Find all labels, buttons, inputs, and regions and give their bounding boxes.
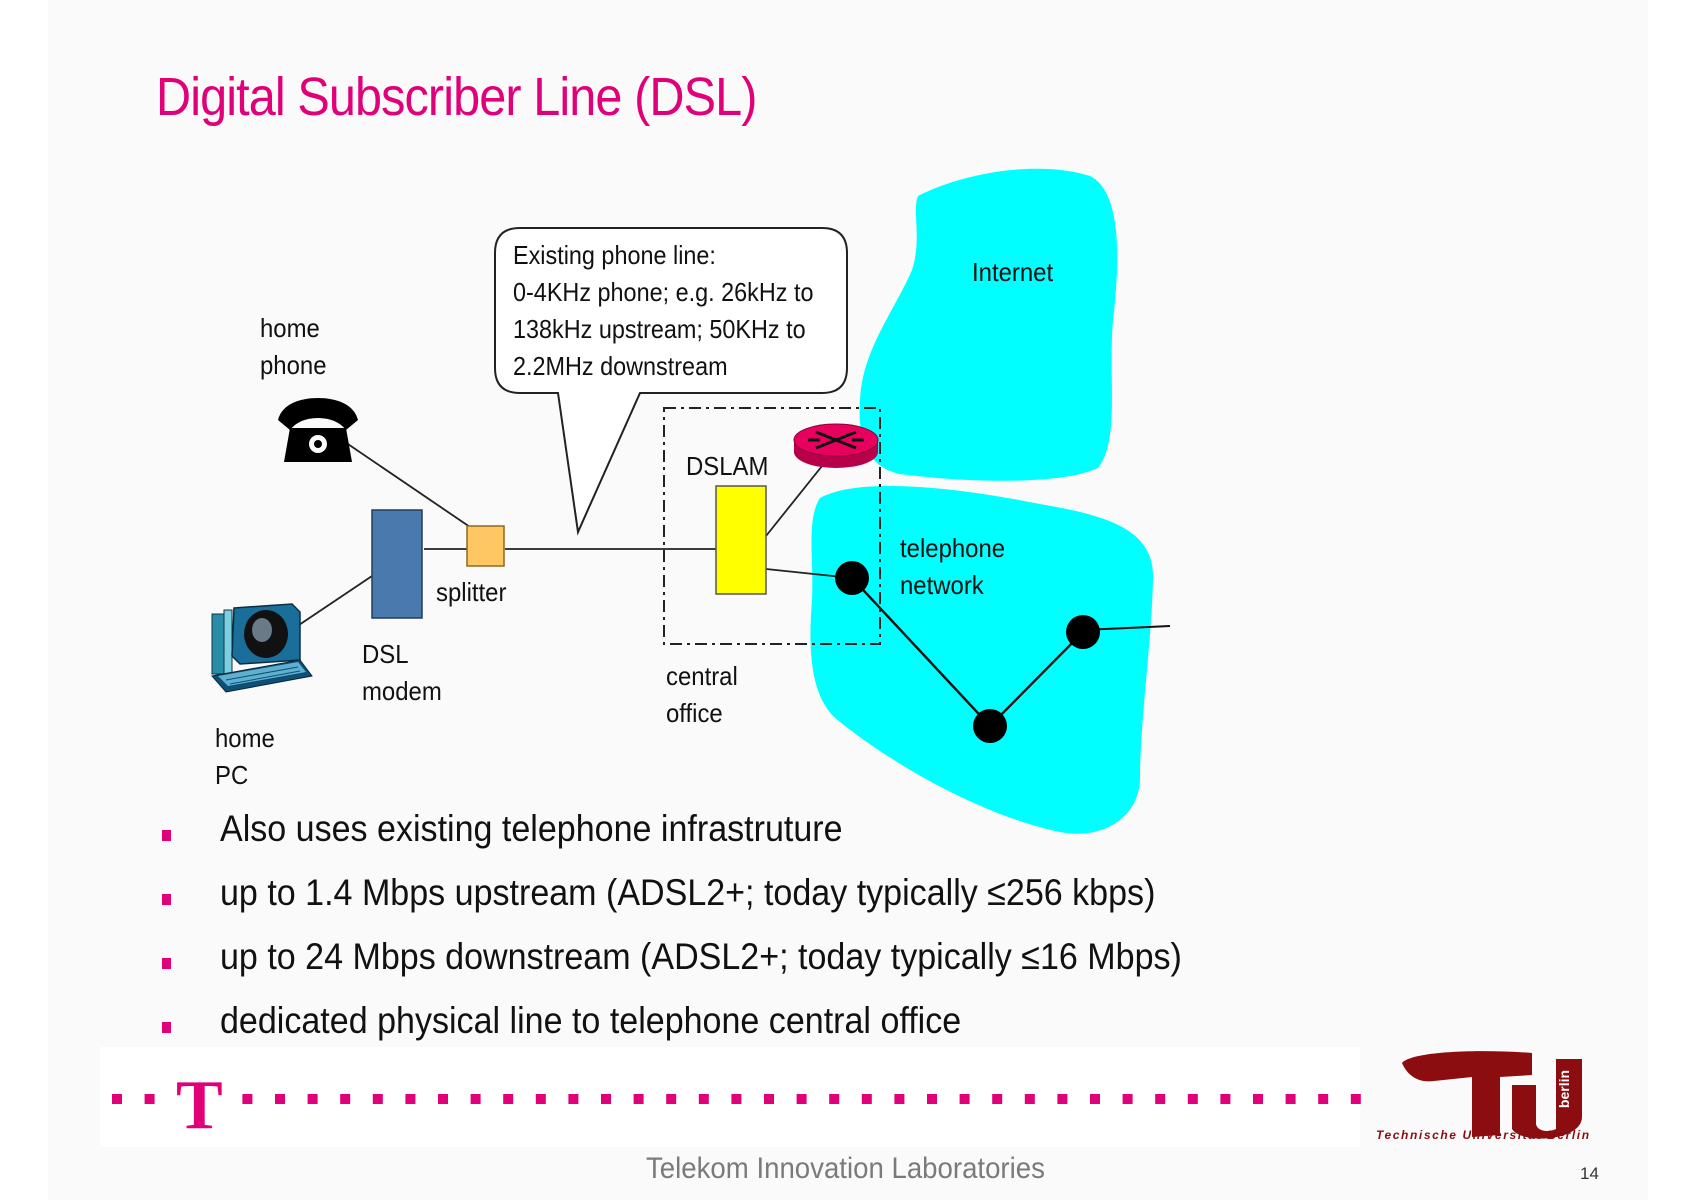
dslam-label: DSLAM [686, 451, 769, 481]
svg-text:berlin: berlin [1556, 1070, 1572, 1108]
telephone-network-label: telephone network [900, 530, 1005, 604]
home-pc-label-line1: home [215, 723, 275, 753]
bullet-text: dedicated physical line to telephone cen… [220, 1000, 962, 1041]
bullet-item: up to 24 Mbps downstream (ADSL2+; today … [158, 936, 1558, 1000]
bullet-text: up to 24 Mbps downstream (ADSL2+; today … [220, 936, 1182, 977]
callout-line: 0-4KHz phone; e.g. 26kHz to [513, 277, 814, 307]
router-icon [793, 423, 879, 468]
telekom-dot [405, 1094, 416, 1104]
telekom-dot [1090, 1094, 1100, 1104]
bullet-text: up to 1.4 Mbps upstream (ADSL2+; today t… [220, 872, 1156, 913]
telekom-dot [372, 1094, 383, 1104]
internet-label: Internet [972, 257, 1054, 287]
telephone-icon [278, 398, 358, 462]
telekom-dot [601, 1094, 611, 1104]
callout-text: Existing phone line: 0-4KHz phone; e.g. … [513, 237, 813, 385]
telekom-dot [1220, 1094, 1231, 1104]
telekom-dot [829, 1094, 840, 1104]
home-phone-label: home phone [260, 310, 327, 384]
home-pc-label: home PC [215, 720, 275, 794]
telephone-network-cloud [810, 485, 1154, 834]
telekom-dot [1187, 1094, 1198, 1104]
bullet-item: up to 1.4 Mbps upstream (ADSL2+; today t… [158, 872, 1558, 936]
telekom-dot [568, 1094, 579, 1104]
bullet-item: dedicated physical line to telephone cen… [158, 1000, 1558, 1064]
callout-line: Existing phone line: [513, 240, 716, 270]
telekom-dot [698, 1094, 709, 1104]
telekom-dot [112, 1094, 122, 1104]
network-node [1066, 615, 1100, 649]
telekom-dot [1024, 1094, 1035, 1104]
telekom-dot [535, 1094, 546, 1104]
tu-caption: Technische Universität Berlin [1376, 1128, 1591, 1142]
telekom-dot [894, 1094, 905, 1104]
callout-line: 2.2MHz downstream [513, 351, 728, 381]
central-office-label-line1: central [666, 661, 738, 691]
telephone-network-label-line2: network [900, 570, 984, 600]
callout-bubble [494, 227, 848, 536]
computer-icon [211, 603, 313, 693]
dsl-modem-label-line1: DSL [362, 639, 409, 669]
telekom-dot [503, 1094, 514, 1104]
bullet-marker [162, 958, 171, 969]
telekom-dot [144, 1094, 155, 1104]
footer-text: Telekom Innovation Laboratories [646, 1152, 1045, 1185]
callout-line: 138kHz upstream; 50KHz to [513, 314, 806, 344]
dsl-modem-label-line2: modem [362, 676, 442, 706]
central-office-box [663, 407, 881, 645]
home-phone-label-line1: home [260, 313, 320, 343]
internet-cloud [859, 168, 1118, 481]
network-node [835, 561, 869, 595]
dsl-modem-box [371, 509, 423, 619]
slide-title: Digital Subscriber Line (DSL) [156, 67, 757, 127]
telekom-dot [764, 1094, 774, 1104]
telekom-dot [666, 1094, 677, 1104]
telekom-dot [242, 1094, 253, 1104]
bullet-list: Also uses existing telephone infrastrutu… [158, 808, 1558, 1064]
telekom-dot [438, 1094, 448, 1104]
telekom-dot [470, 1094, 481, 1104]
home-phone-label-line2: phone [260, 350, 327, 380]
tu-berlin-logo: berlin [1402, 1051, 1582, 1139]
telekom-logo: T [176, 1067, 223, 1144]
telekom-dot [1155, 1094, 1166, 1104]
telekom-dot [340, 1094, 351, 1104]
page-number: 14 [1580, 1164, 1599, 1183]
network-node [973, 709, 1007, 743]
bullet-item: Also uses existing telephone infrastrutu… [158, 808, 1558, 872]
splitter-box [466, 525, 505, 567]
bullet-marker [162, 1022, 171, 1033]
telekom-dot [731, 1094, 742, 1104]
telekom-dot [633, 1094, 644, 1104]
telekom-dot [959, 1094, 970, 1104]
telekom-dot [796, 1094, 807, 1104]
telekom-dot [992, 1094, 1003, 1104]
telekom-dot [307, 1094, 318, 1104]
dslam-box [715, 485, 767, 595]
central-office-label: central office [666, 658, 738, 732]
central-office-label-line2: office [666, 698, 723, 728]
telekom-dot [1253, 1094, 1263, 1104]
telekom-dot [275, 1094, 285, 1104]
telekom-dot [1318, 1094, 1329, 1104]
telekom-dot [1122, 1094, 1133, 1104]
telephone-network-label-line1: telephone [900, 533, 1006, 563]
bullet-marker [162, 830, 171, 841]
splitter-label: splitter [436, 577, 507, 607]
bullet-marker [162, 894, 171, 905]
telekom-dot [1285, 1094, 1296, 1104]
home-pc-label-line2: PC [215, 760, 249, 790]
telekom-dot [927, 1094, 937, 1104]
telekom-dot [861, 1094, 872, 1104]
telekom-dot [1057, 1094, 1068, 1104]
bullet-text: Also uses existing telephone infrastrutu… [220, 808, 843, 849]
dsl-modem-label: DSL modem [362, 636, 442, 710]
telekom-dot [1350, 1094, 1361, 1104]
